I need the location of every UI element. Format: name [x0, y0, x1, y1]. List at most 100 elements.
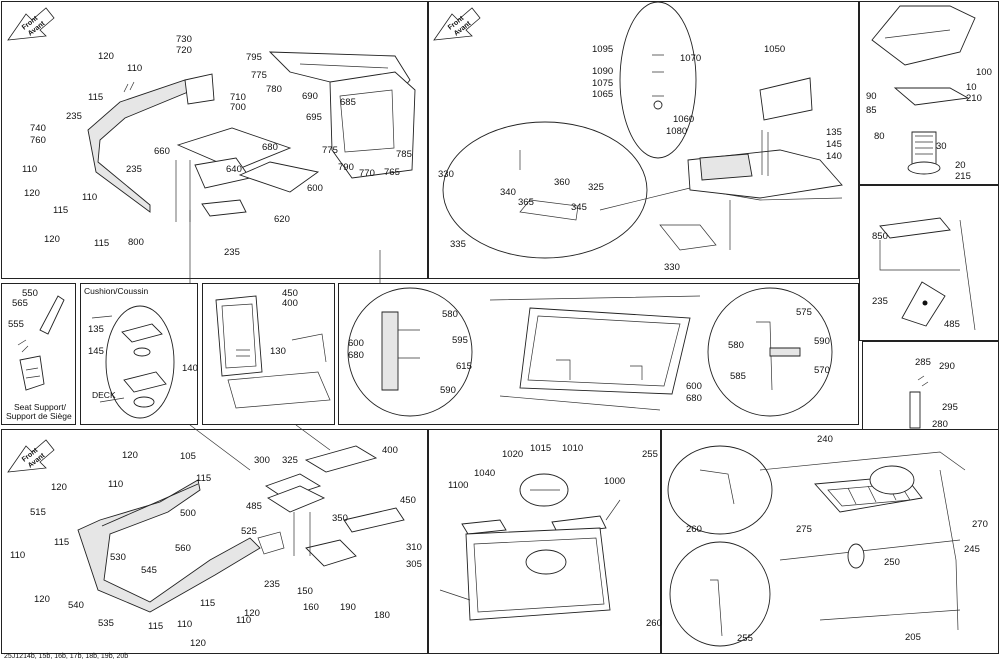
callout-p10-4: 110 — [108, 479, 123, 490]
callout-p1-21: 110 — [22, 164, 37, 175]
callout-p10-27: 350 — [332, 513, 348, 524]
callout-p2-3: 1075 — [592, 78, 613, 89]
callout-p1-7: 690 — [302, 91, 318, 102]
callout-p2-13: 345 — [571, 202, 587, 213]
callout-p2-0: 1095 — [592, 44, 613, 55]
callout-p11-5: 1000 — [604, 476, 625, 487]
callout-p2-15: 330 — [664, 262, 680, 273]
callout-p11-3: 1040 — [474, 468, 495, 479]
callout-p3-4: 210 — [966, 93, 982, 104]
callout-p2-7: 1050 — [764, 44, 785, 55]
callout-p3-8: 215 — [955, 171, 971, 182]
callout-p1-26: 235 — [126, 164, 142, 175]
callout-p10-25: 325 — [282, 455, 298, 466]
callout-p10-31: 150 — [297, 586, 313, 597]
callout-p10-11: 540 — [68, 600, 84, 611]
callout-p10-7: 115 — [54, 537, 69, 548]
console-seat-drawing — [442, 1, 843, 259]
lid-latch-drawing — [347, 287, 833, 417]
callout-p9-1: 290 — [939, 361, 955, 372]
callout-p1-29: 620 — [274, 214, 290, 225]
callout-p12-5: 245 — [964, 544, 980, 555]
callout-p1-34: 235 — [224, 247, 240, 258]
callout-p8-11: 600 — [686, 381, 702, 392]
callout-p2-16: 135 — [826, 127, 842, 138]
callout-p7-0: 450 — [282, 288, 298, 299]
callout-p10-1: 105 — [180, 451, 196, 462]
callout-p12-2: 260 — [686, 524, 702, 535]
callout-p10-8: 110 — [10, 550, 25, 561]
callout-p9-0: 285 — [915, 357, 931, 368]
callout-p7-1: 400 — [282, 298, 298, 309]
callout-p3-2: 85 — [866, 105, 877, 116]
seat-hinge-drawing — [909, 375, 929, 429]
callout-p1-6: 780 — [266, 84, 282, 95]
panel-seat-hinge — [862, 341, 999, 430]
callout-p10-19: 110 — [236, 615, 251, 626]
callout-p10-15: 485 — [246, 501, 262, 512]
callout-p10-10: 120 — [34, 594, 50, 605]
callout-p5-0: 550 — [22, 288, 38, 299]
callout-p1-27: 600 — [307, 183, 323, 194]
callout-p1-15: 695 — [306, 112, 322, 123]
callout-p5-2: 555 — [8, 319, 24, 330]
callout-p8-0: 580 — [442, 309, 458, 320]
bow-frame-drawing — [77, 445, 405, 613]
callout-p3-5: 80 — [874, 131, 885, 142]
callout-p1-13: 740 — [30, 123, 46, 134]
callout-p10-14: 560 — [175, 543, 191, 554]
callout-p1-16: 775 — [322, 145, 338, 156]
callout-p2-4: 1065 — [592, 89, 613, 100]
callout-p8-3: 590 — [440, 385, 456, 396]
callout-p12-0: 240 — [817, 434, 833, 445]
callout-p7-2: 130 — [270, 346, 286, 357]
callout-p11-2: 1020 — [502, 449, 523, 460]
callout-p4-2: 485 — [944, 319, 960, 330]
callout-p8-12: 680 — [686, 393, 702, 404]
callout-p1-4: 795 — [246, 52, 262, 63]
seat-bracket-drawing — [879, 217, 976, 331]
callout-p10-12: 535 — [98, 618, 114, 629]
callout-p10-21: 115 — [148, 621, 163, 632]
callout-p2-11: 340 — [500, 187, 516, 198]
callout-p10-30: 305 — [406, 559, 422, 570]
callout-p1-1: 720 — [176, 45, 192, 56]
callout-p10-17: 235 — [264, 579, 280, 590]
callout-p2-6: 1080 — [666, 126, 687, 137]
callout-p10-20: 120 — [244, 608, 260, 619]
callout-p1-25: 640 — [226, 164, 242, 175]
callout-p10-29: 310 — [406, 542, 422, 553]
panel-connector-lines — [189, 210, 381, 471]
callout-p10-18: 115 — [200, 598, 215, 609]
callout-p10-6: 515 — [30, 507, 46, 518]
callout-p8-1: 595 — [452, 335, 468, 346]
callout-p2-9: 360 — [554, 177, 570, 188]
callout-p1-12: 235 — [66, 111, 82, 122]
callout-p12-4: 270 — [972, 519, 988, 530]
pedestal-seat-drawing — [871, 5, 976, 175]
callout-p10-23: 120 — [190, 638, 206, 649]
callout-p10-0: 120 — [122, 450, 138, 461]
callout-p3-7: 20 — [955, 160, 966, 171]
callout-p11-0: 1015 — [530, 443, 551, 454]
seat-support-drawing — [17, 295, 65, 391]
callout-p1-20: 785 — [396, 149, 412, 160]
callout-p12-8: 255 — [737, 633, 753, 644]
panel-seat-support — [1, 283, 76, 425]
callout-p1-11: 115 — [88, 92, 103, 103]
callout-p6-0: 135 — [88, 324, 104, 335]
callout-p12-9: 205 — [905, 632, 921, 643]
caption-deck: DECK — [92, 390, 116, 400]
callout-p8-4: 600 — [348, 338, 364, 349]
callout-p10-32: 160 — [303, 602, 319, 613]
caption-seat-support-2: Support de Siège — [6, 411, 72, 421]
callout-p1-17: 790 — [338, 162, 354, 173]
callout-p1-23: 660 — [154, 146, 170, 157]
callout-p11-1: 1010 — [562, 443, 583, 454]
stern-lid-drawing — [667, 445, 966, 647]
callout-p1-18: 770 — [359, 168, 375, 179]
callout-p10-24: 300 — [254, 455, 270, 466]
callout-p10-22: 110 — [177, 619, 192, 630]
callout-p10-2: 115 — [196, 473, 211, 484]
